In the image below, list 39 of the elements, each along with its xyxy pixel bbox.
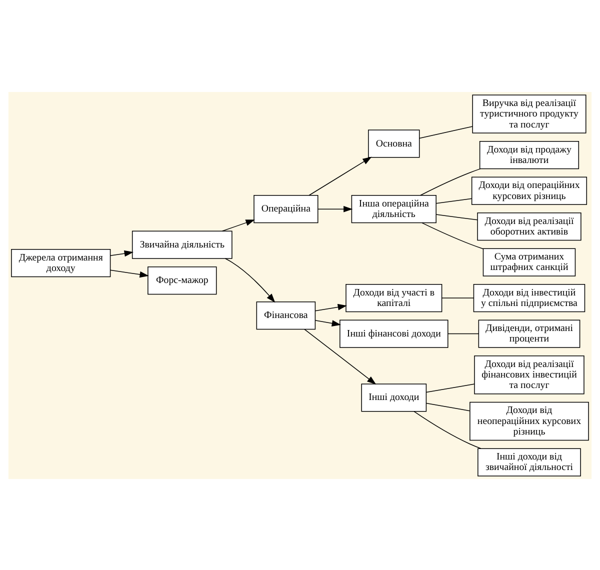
node-box: Доходи від операційних курсових різниць — [471, 176, 588, 204]
node-box: Виручка від реалізації туристичного продукту та послуг — [472, 94, 586, 133]
node-box: Операційна — [254, 194, 318, 223]
arrow — [222, 219, 255, 231]
node-box: Доходи від інвестицій у спільні підприємства — [473, 283, 586, 312]
node-box: Інші фінансові доходи — [340, 319, 448, 348]
node-box: Доходи від неопераційних курсових різниць — [470, 401, 589, 440]
arrow — [110, 250, 134, 256]
node-box: Дивіденди, отримані проценти — [478, 319, 580, 348]
node-box: Фінансова — [256, 300, 316, 330]
arrow — [304, 328, 376, 384]
arrow — [308, 156, 372, 196]
node-box: Основна — [368, 129, 420, 158]
node-box: Інша операційна діяльність — [351, 194, 436, 223]
node-box: Інші доходи від звичайної діяльності — [478, 448, 581, 476]
connector — [422, 222, 484, 249]
node-box: Сума отриманих штрафних санкцій — [482, 248, 576, 276]
arrow — [224, 258, 276, 302]
node-box: Інші доходи — [361, 383, 427, 412]
connector — [436, 198, 472, 204]
node-box: Доходи від реалізації фінансових інвестицій та послуг — [474, 354, 584, 394]
connector — [420, 168, 481, 196]
connector — [441, 297, 474, 298]
connector — [419, 126, 473, 138]
node-box: Звичайна діяльність — [132, 230, 232, 258]
connector — [448, 332, 480, 334]
connector — [426, 383, 475, 392]
node-box: Доходи від продажу інвалюти — [479, 140, 580, 169]
node-box: Джерела отримання доходу — [11, 248, 111, 277]
arrow — [318, 205, 353, 212]
connector — [436, 214, 478, 220]
arrow — [314, 303, 347, 311]
node-box: Доходи від участі в капіталі — [346, 283, 442, 312]
node-box: Доходи від реалізації оборотних активів — [477, 212, 582, 240]
connector — [426, 402, 470, 411]
node-box: Форс-мажор — [148, 266, 217, 294]
arrow — [110, 269, 149, 278]
arrow — [314, 320, 341, 326]
connector — [414, 410, 482, 448]
